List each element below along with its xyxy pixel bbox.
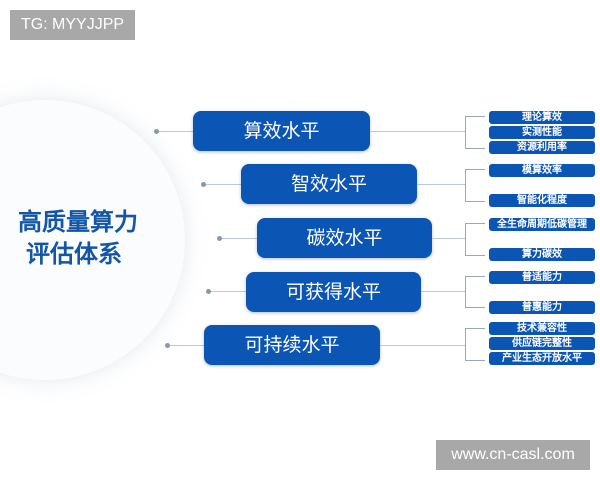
sub-item-box: 算力碳效	[489, 248, 595, 261]
connector-line	[370, 131, 465, 132]
connector-line	[159, 131, 193, 132]
bracket-line	[465, 328, 466, 360]
sub-item-box: 普适能力	[489, 271, 595, 284]
watermark-bottom: www.cn-casl.com	[436, 440, 590, 470]
category-box-compute-efficiency: 算效水平	[193, 111, 370, 151]
category-box-intelligence-efficiency: 智效水平	[241, 164, 417, 204]
sub-item-box: 技术兼容性	[489, 322, 595, 335]
connector-line	[206, 184, 241, 185]
sub-item-box: 供应链完整性	[489, 337, 595, 350]
bracket-tick	[465, 148, 485, 149]
sub-item-box: 产业生态开放水平	[489, 352, 595, 365]
connector-line	[432, 238, 465, 239]
category-box-sustainability: 可持续水平	[204, 325, 380, 365]
bracket-tick	[465, 116, 485, 117]
connector-line	[211, 291, 246, 292]
connector-line	[417, 184, 465, 185]
sub-item-box: 模算效率	[489, 164, 595, 177]
bracket-tick	[465, 255, 485, 256]
center-title-line1: 高质量算力	[18, 208, 138, 236]
bracket-tick	[465, 328, 485, 329]
center-title: 高质量算力 评估体系	[18, 206, 178, 270]
connector-dot	[217, 236, 222, 241]
connector-dot	[165, 343, 170, 348]
connector-dot	[154, 129, 159, 134]
sub-item-box: 智能化程度	[489, 194, 595, 207]
sub-item-box: 资源利用率	[489, 141, 595, 154]
bracket-tick	[465, 201, 485, 202]
category-box-accessibility: 可获得水平	[246, 272, 421, 312]
sub-item-box: 全生命周期低碳管理	[489, 218, 595, 231]
category-box-carbon-efficiency: 碳效水平	[257, 218, 432, 258]
bracket-line	[465, 223, 466, 255]
watermark-top: TG: MYYJJPP	[10, 10, 135, 40]
connector-line	[222, 238, 257, 239]
sub-item-box: 理论算效	[489, 111, 595, 124]
bracket-tick	[465, 360, 485, 361]
sub-item-box: 实测性能	[489, 126, 595, 139]
bracket-tick	[465, 169, 485, 170]
bracket-line	[465, 276, 466, 307]
connector-dot	[206, 289, 211, 294]
connector-dot	[201, 182, 206, 187]
bracket-tick	[465, 276, 485, 277]
connector-line	[380, 345, 465, 346]
connector-line	[170, 345, 204, 346]
bracket-tick	[465, 307, 485, 308]
connector-line	[421, 291, 465, 292]
center-title-line2: 评估体系	[26, 240, 122, 268]
bracket-line	[465, 116, 466, 148]
sub-item-box: 普惠能力	[489, 301, 595, 314]
bracket-tick	[465, 223, 485, 224]
bracket-line	[465, 169, 466, 201]
